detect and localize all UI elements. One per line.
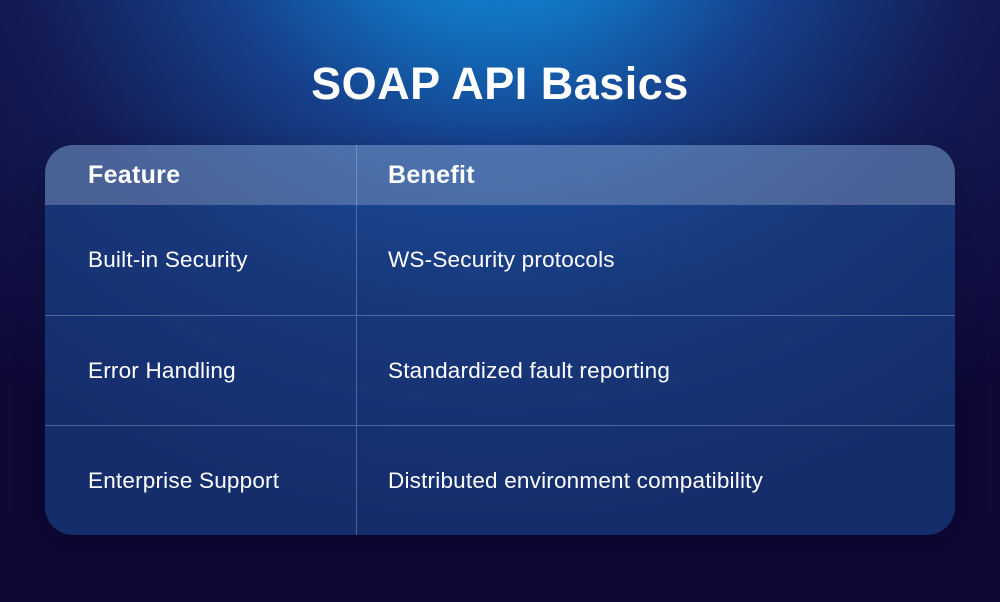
feature-benefit-table: Feature Benefit Built-in Security WS-Sec… [45,145,955,535]
column-header-benefit: Benefit [388,160,475,189]
benefit-cell: Distributed environment compatibility [388,467,764,493]
feature-cell: Enterprise Support [45,426,357,535]
page-title: SOAP API Basics [311,58,689,109]
table-row: Built-in Security WS-Security protocols [45,205,955,315]
benefit-cell: Standardized fault reporting [388,357,671,383]
benefit-cell: WS-Security protocols [388,247,615,272]
column-header-feature: Feature [45,145,357,205]
feature-cell: Built-in Security [45,205,357,315]
table-header-row: Feature Benefit [45,145,955,205]
table-row: Enterprise Support Distributed environme… [45,425,955,535]
table-row: Error Handling Standardized fault report… [45,315,955,425]
feature-cell: Error Handling [45,316,357,425]
